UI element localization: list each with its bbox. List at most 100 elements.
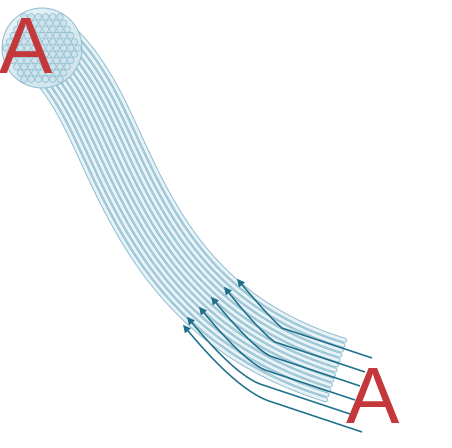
fiber-cross-section xyxy=(16,19,24,27)
fiber-cross-section xyxy=(16,69,24,77)
fiber-cross-section xyxy=(49,25,57,33)
fiber-cross-section xyxy=(20,75,28,83)
fiber-cross-section xyxy=(56,25,64,33)
fiber-cross-section xyxy=(31,44,39,52)
light-ray-arrow xyxy=(224,286,366,373)
fiber-cross-section xyxy=(34,50,43,58)
fiber-cross-section xyxy=(59,69,68,77)
light-ray-arrow xyxy=(210,296,361,387)
fiber-cross-section xyxy=(67,56,75,65)
fiber-cross-section xyxy=(70,38,79,46)
fiber-cross-section xyxy=(45,69,53,77)
fiber-cross-section xyxy=(27,38,35,46)
fiber-cross-section xyxy=(59,31,68,40)
fiber-cross-section xyxy=(59,56,68,65)
fiber-cross-section xyxy=(59,44,68,52)
fiber-core xyxy=(22,66,327,402)
fiber-cross-section xyxy=(52,19,61,27)
fiber-cross-section xyxy=(63,25,71,33)
fiber-core xyxy=(57,28,343,352)
fiber-cross-section xyxy=(6,38,14,46)
fiber-core xyxy=(40,47,335,377)
fiber-cross-section xyxy=(41,63,50,71)
fiber-cross-section xyxy=(49,13,57,21)
fiber-core xyxy=(61,24,345,347)
fiber-cross-section xyxy=(38,31,46,40)
light-ray-arrow xyxy=(186,316,351,415)
fiber-core xyxy=(33,55,332,387)
fiber-cross-section xyxy=(34,75,43,83)
fiber-cross-section xyxy=(38,69,46,77)
fiber-cross-section xyxy=(41,25,50,33)
light-rays xyxy=(182,278,373,433)
fiber-cross-section xyxy=(41,75,50,83)
fiber-cross-section xyxy=(13,25,21,33)
fiber-cross-section xyxy=(56,38,64,46)
fiber-cross-section xyxy=(20,38,28,46)
light-ray-arrow xyxy=(182,324,363,433)
light-ray-arrow xyxy=(236,278,373,359)
fiber-cross-section xyxy=(23,19,32,27)
fiber-cross-section xyxy=(27,50,35,58)
fiber-cross-section xyxy=(34,13,43,21)
fiber-cross-section xyxy=(52,69,61,77)
fiber-cross-section xyxy=(13,63,21,71)
fiber-cross-section xyxy=(23,69,32,77)
fiber-cross-section xyxy=(45,31,53,40)
fiber-cross-section xyxy=(27,25,35,33)
fiber-cross-section xyxy=(52,31,61,40)
fiber-cross-section xyxy=(38,19,46,27)
fiber-cross-section xyxy=(9,56,17,65)
fiber-core xyxy=(64,20,346,342)
fiber-cross-section xyxy=(23,44,32,52)
fiber-cross-section xyxy=(41,13,50,21)
fiber-core xyxy=(29,58,331,392)
fiber-cross-section xyxy=(63,63,71,71)
fiber-cross-section xyxy=(52,56,61,65)
fiber-cross-section xyxy=(34,25,43,33)
bundle-end-face xyxy=(1,7,83,89)
fiber-cross-section xyxy=(9,44,17,52)
fiber-cross-section xyxy=(20,25,28,33)
fiber-cross-section xyxy=(49,38,57,46)
fiber-cross-section xyxy=(16,44,24,52)
fiber-cross-section xyxy=(49,75,57,83)
fiber-cross-section xyxy=(63,38,71,46)
fiber-cross-section xyxy=(74,44,82,52)
fiber-cross-section xyxy=(13,50,21,58)
fiber-cross-section xyxy=(70,50,79,58)
fiber-core xyxy=(43,43,337,372)
fiber-cross-section xyxy=(56,63,64,71)
fiber-cross-section xyxy=(31,56,39,65)
fiber-cross-section xyxy=(34,63,43,71)
fiber-cross-section xyxy=(34,38,43,46)
light-ray-arrow xyxy=(198,306,356,401)
fiber-cross-section xyxy=(45,44,53,52)
fiber-cross-section xyxy=(31,69,39,77)
fiber-cross-section xyxy=(56,13,64,21)
fiber-cross-section xyxy=(27,13,35,21)
fiber-cross-section xyxy=(13,38,21,46)
fiber-bundle xyxy=(21,19,347,403)
fiber-cross-section xyxy=(38,56,46,65)
fiber-cross-section xyxy=(31,19,39,27)
fiber-cross-section xyxy=(27,75,35,83)
fiber-cross-section xyxy=(67,31,75,40)
fiber-cross-section xyxy=(16,31,24,40)
fiber-cross-section xyxy=(49,50,57,58)
fiber-cross-section xyxy=(23,56,32,65)
fiber-cross-section xyxy=(31,31,39,40)
fiber-cross-section xyxy=(67,44,75,52)
fiber-cross-section xyxy=(41,38,50,46)
fiber-cross-section xyxy=(63,50,71,58)
input-letter-a: A xyxy=(346,351,400,440)
fiber-cross-section xyxy=(38,44,46,52)
fiber-cross-section xyxy=(41,50,50,58)
fiber-cross-section xyxy=(20,13,28,21)
output-letter-a: A xyxy=(0,1,53,90)
fiber-core xyxy=(54,32,342,357)
fiber-cross-section xyxy=(45,56,53,65)
fiber-cross-section xyxy=(6,50,14,58)
fiber-cross-section xyxy=(59,19,68,27)
